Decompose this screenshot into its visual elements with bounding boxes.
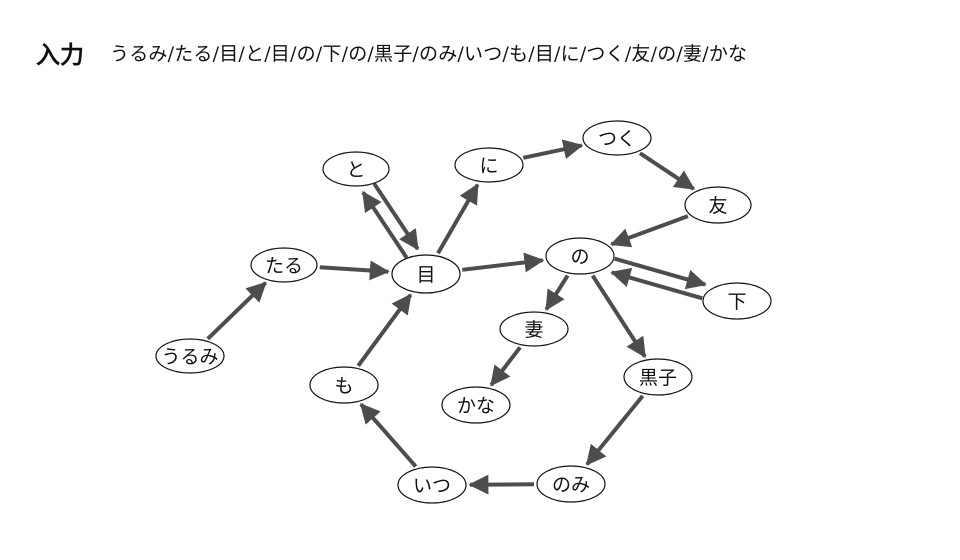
node-no: の — [545, 237, 615, 275]
node-taru: たる — [250, 247, 318, 283]
node-tsuma-ellipse — [499, 311, 569, 347]
edge-taru-to-me — [319, 260, 390, 281]
node-mo-ellipse — [309, 366, 379, 404]
node-kana: かな — [441, 386, 511, 424]
node-urumi: うるみ — [155, 338, 225, 374]
node-ni-label: に — [479, 155, 498, 177]
edge-shita-to-no — [610, 267, 703, 301]
node-itsu-ellipse — [397, 466, 467, 504]
edge-no-to-shita — [614, 256, 707, 290]
node-me-ellipse — [391, 254, 461, 294]
node-hokuro-ellipse — [623, 358, 693, 396]
node-hokuro-label: 黒子 — [639, 367, 677, 389]
node-nomi-label: のみ — [552, 474, 590, 496]
edge-me-to-no — [462, 252, 545, 273]
edge-tsuma-to-kana — [489, 346, 522, 387]
edge-tsuku-to-tomo — [638, 151, 696, 191]
node-shita: 下 — [702, 282, 772, 320]
node-mo-label: も — [334, 375, 353, 397]
node-urumi-label: うるみ — [161, 346, 218, 368]
edges-layer — [206, 139, 707, 495]
input-sequence-text: うるみ/たる/目/と/目/の/下/の/黒子/のみ/いつ/も/目/に/つく/友/の… — [110, 42, 748, 65]
node-tomo-ellipse — [684, 186, 752, 224]
node-tsuma-label: 妻 — [524, 319, 543, 341]
node-tomo-label: 友 — [708, 195, 727, 217]
node-kana-label: かな — [457, 395, 495, 417]
edge-tomo-to-no — [610, 214, 689, 248]
edge-mo-to-me — [356, 293, 413, 367]
node-nomi-ellipse — [536, 465, 606, 503]
edge-ni-to-tsuku — [522, 139, 584, 160]
node-tomo: 友 — [684, 186, 752, 224]
edge-urumi-to-taru — [206, 281, 267, 341]
node-kana-ellipse — [441, 386, 511, 424]
node-shita-label: 下 — [727, 291, 746, 313]
node-tsuku-ellipse — [582, 120, 652, 156]
node-to-ellipse — [322, 151, 390, 187]
node-tsuku: つく — [582, 120, 652, 156]
node-itsu: いつ — [397, 466, 467, 504]
edge-no-to-hokuro — [590, 274, 647, 358]
node-no-ellipse — [545, 237, 615, 275]
node-to: と — [322, 151, 390, 187]
node-nomi: のみ — [536, 465, 606, 503]
edge-itsu-to-mo — [359, 402, 418, 468]
input-row: 入力 うるみ/たる/目/と/目/の/下/の/黒子/のみ/いつ/も/目/に/つく/… — [36, 30, 747, 74]
node-itsu-label: いつ — [413, 475, 451, 497]
edge-me-to-ni — [436, 183, 480, 255]
node-taru-ellipse — [250, 247, 318, 283]
node-no-label: の — [570, 246, 589, 268]
node-hokuro: 黒子 — [623, 358, 693, 396]
node-me: 目 — [391, 254, 461, 294]
node-mo: も — [309, 366, 379, 404]
node-to-label: と — [346, 159, 365, 181]
edge-to-to-me — [372, 182, 420, 251]
node-me-label: 目 — [416, 264, 435, 286]
input-label: 入力 — [36, 40, 84, 69]
edge-no-to-tsuma — [544, 274, 570, 311]
node-taru-label: たる — [265, 255, 303, 277]
node-ni-ellipse — [454, 147, 524, 183]
node-shita-ellipse — [702, 282, 772, 320]
node-tsuma: 妻 — [499, 311, 569, 347]
node-tsuku-label: つく — [598, 128, 636, 150]
edge-hokuro-to-nomi — [585, 394, 645, 466]
node-ni: に — [454, 147, 524, 183]
node-urumi-ellipse — [155, 338, 225, 374]
